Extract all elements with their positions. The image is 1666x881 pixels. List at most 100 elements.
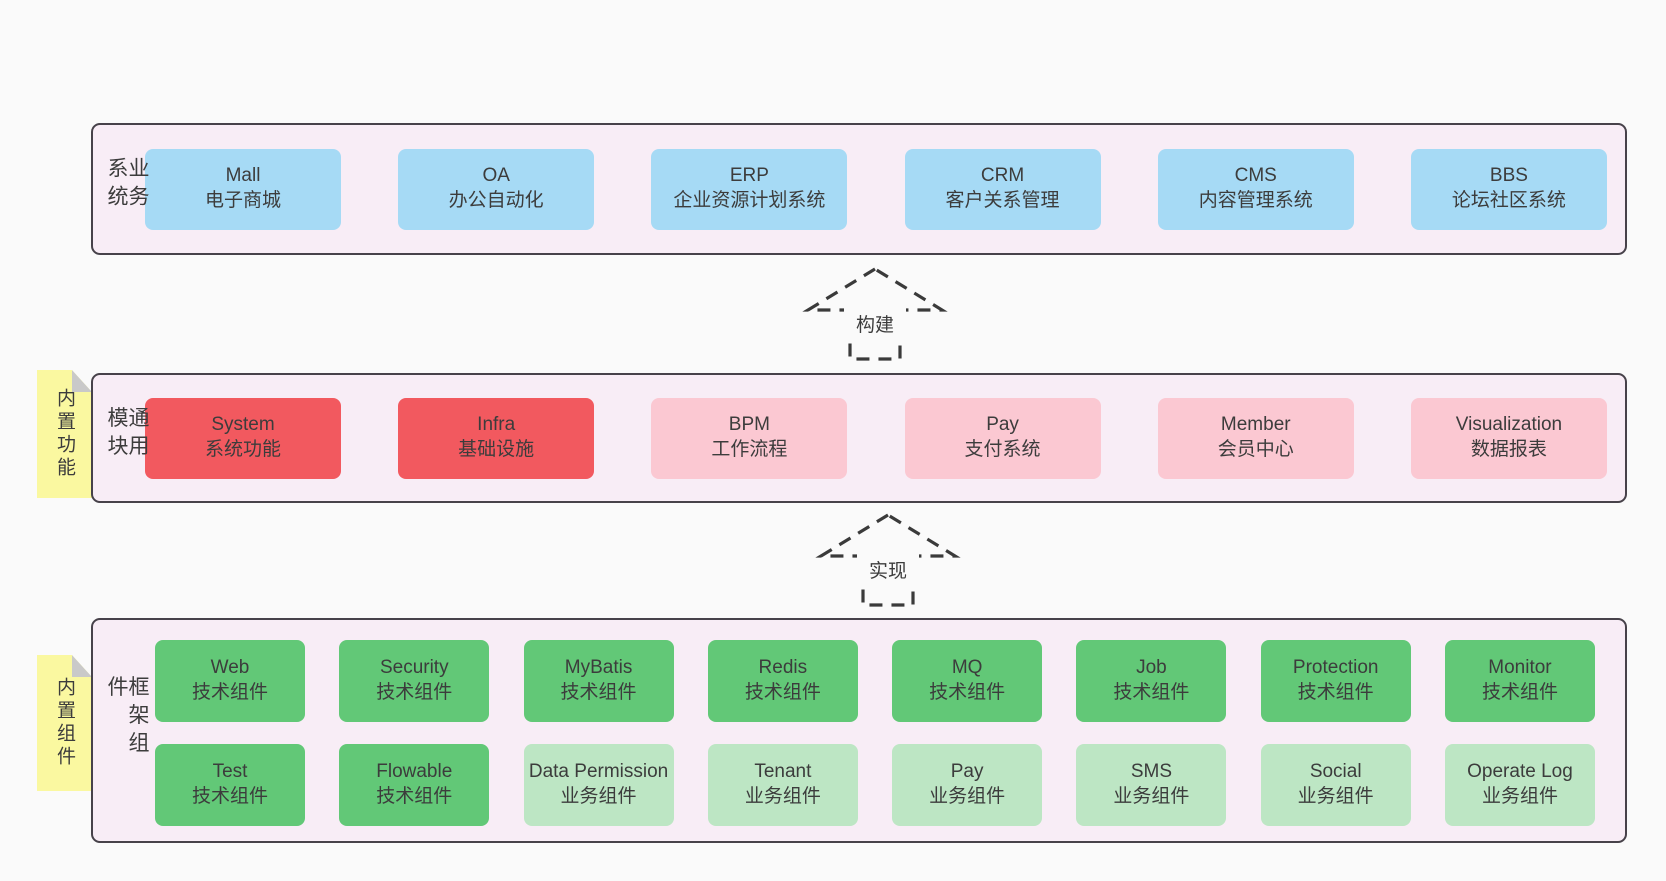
box-desc: 基础设施 [458, 439, 535, 460]
box-name: BPM [728, 414, 770, 436]
box-name: Flowable [376, 761, 453, 783]
arrow-label-build: 构建 [856, 314, 894, 336]
box-name: CRM [980, 165, 1025, 187]
box-desc: 技术组件 [560, 682, 637, 703]
box-bpm: BPM 工作流程 [651, 397, 848, 479]
box-crm: CRM 客户关系管理 [904, 148, 1101, 230]
box-name: Member [1220, 414, 1291, 436]
band-label-common-modules: 通用模块 [105, 406, 149, 463]
box-desc: 业务组件 [1297, 786, 1374, 807]
box-desc: 技术组件 [744, 682, 821, 703]
box-name: SMS [1130, 761, 1172, 783]
band-business-systems: 业务系统 Mall 电子商城 OA 办公自动化 ERP 企业资源计划系统 CRM 客户关系管理… [91, 123, 1627, 255]
common-modules-box-row: System 系统功能 Infra 基础设施 BPM 工作流程 Pay 支付系统 Member 会… [145, 375, 1607, 501]
box-mq: MQ 技术组件 [892, 640, 1043, 722]
box-desc: 工作流程 [711, 439, 788, 460]
box-desc: 技术组件 [191, 786, 268, 807]
box-name: System [211, 414, 275, 436]
box-name: Infra [477, 414, 516, 436]
box-pay: Pay 业务组件 [892, 744, 1043, 826]
box-name: Mall [225, 165, 261, 187]
box-name: Pay [986, 414, 1019, 436]
box-desc: 客户关系管理 [945, 190, 1060, 211]
box-web: Web 技术组件 [155, 640, 305, 722]
box-cms: CMS 内容管理系统 [1157, 148, 1354, 230]
box-name: Tenant [754, 761, 812, 783]
dashed-up-arrow-implement: 实现 [815, 513, 961, 607]
box-operate-log: Operate Log 业务组件 [1444, 744, 1595, 826]
box-desc: 技术组件 [376, 682, 453, 703]
box-system: System 系统功能 [145, 397, 341, 479]
business-systems-box-row: Mall 电子商城 OA 办公自动化 ERP 企业资源计划系统 CRM 客户关系管理 CMS 内容… [145, 125, 1607, 253]
sticky-note-built-in-components: 内置组件 [37, 655, 92, 791]
box-mall: Mall 电子商城 [145, 148, 341, 230]
box-erp: ERP 企业资源计划系统 [651, 148, 848, 230]
box-job: Job 技术组件 [1076, 640, 1227, 722]
box-desc: 会员中心 [1217, 439, 1294, 460]
box-name: BBS [1489, 165, 1528, 187]
box-tenant: Tenant 业务组件 [707, 744, 858, 826]
box-name: MyBatis [564, 657, 633, 679]
box-data-permission: Data Permission 业务组件 [523, 744, 674, 826]
box-pay: Pay 支付系统 [904, 397, 1101, 479]
box-name: Visualization [1455, 414, 1563, 436]
box-desc: 技术组件 [376, 786, 453, 807]
box-name: Security [379, 657, 449, 679]
box-infra: Infra 基础设施 [398, 397, 595, 479]
arrow-label-backdrop [857, 554, 919, 586]
box-name: Web [210, 657, 250, 679]
box-desc: 业务组件 [744, 786, 821, 807]
box-name: OA [482, 165, 510, 187]
box-desc: 技术组件 [191, 682, 268, 703]
box-name: MQ [951, 657, 983, 679]
box-security: Security 技术组件 [339, 640, 490, 722]
box-member: Member 会员中心 [1157, 397, 1354, 479]
box-desc: 企业资源计划系统 [673, 190, 826, 211]
box-name: Redis [758, 657, 808, 679]
box-mybatis: MyBatis 技术组件 [523, 640, 674, 722]
box-desc: 电子商城 [204, 190, 281, 211]
box-redis: Redis 技术组件 [707, 640, 858, 722]
box-desc: 业务组件 [1481, 786, 1558, 807]
box-name: Social [1309, 761, 1362, 783]
box-oa: OA 办公自动化 [398, 148, 595, 230]
box-desc: 技术组件 [929, 682, 1006, 703]
box-name: Monitor [1488, 657, 1552, 679]
box-desc: 业务组件 [1113, 786, 1190, 807]
box-desc: 业务组件 [560, 786, 637, 807]
box-desc: 办公自动化 [448, 190, 544, 211]
dashed-up-arrow-build: 构建 [802, 267, 948, 361]
box-name: Pay [950, 761, 984, 783]
band-label-framework-components: 框架组件 [105, 675, 149, 760]
box-name: Operate Log [1467, 761, 1573, 783]
box-social: Social 业务组件 [1260, 744, 1411, 826]
box-desc: 技术组件 [1297, 682, 1374, 703]
box-name: CMS [1234, 165, 1277, 187]
box-name: Job [1136, 657, 1167, 679]
arrow-label-backdrop [844, 308, 906, 340]
box-monitor: Monitor 技术组件 [1444, 640, 1595, 722]
box-desc: 技术组件 [1113, 682, 1190, 703]
box-desc: 业务组件 [929, 786, 1006, 807]
box-desc: 支付系统 [964, 439, 1041, 460]
sticky-note-label: 内置功能 [54, 388, 75, 480]
box-desc: 论坛社区系统 [1451, 190, 1566, 211]
box-desc: 技术组件 [1481, 682, 1558, 703]
band-label-business-systems: 业务系统 [105, 157, 149, 213]
arrow-label-implement: 实现 [869, 560, 907, 582]
box-desc: 内容管理系统 [1198, 190, 1313, 211]
box-name: Data Permission [528, 761, 669, 783]
box-desc: 系统功能 [204, 439, 281, 460]
box-name: ERP [729, 165, 769, 187]
sticky-note-label: 内置组件 [54, 677, 75, 769]
box-sms: SMS 业务组件 [1076, 744, 1227, 826]
box-flowable: Flowable 技术组件 [339, 744, 490, 826]
sticky-note-built-in-features: 内置功能 [37, 370, 92, 498]
box-desc: 数据报表 [1470, 439, 1547, 460]
box-bbs: BBS 论坛社区系统 [1410, 148, 1607, 230]
